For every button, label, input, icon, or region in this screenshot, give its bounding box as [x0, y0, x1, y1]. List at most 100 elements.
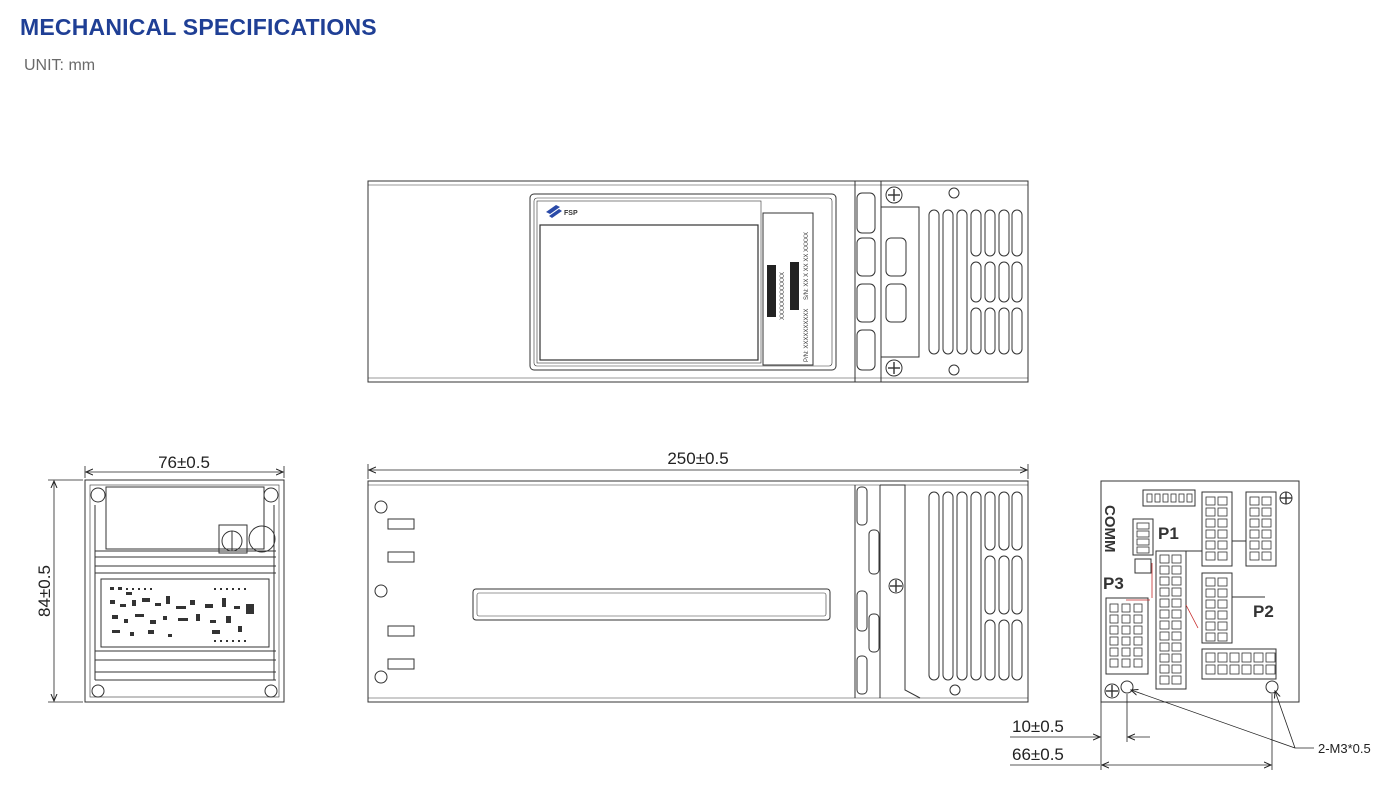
- connector-pin: [1205, 507, 1216, 517]
- mount-hole-left: [1120, 680, 1134, 694]
- p3-label: P3: [1103, 574, 1124, 593]
- connector-pin: [1171, 664, 1182, 674]
- connector-pin: [1121, 625, 1131, 635]
- connector-pin: [1205, 621, 1216, 631]
- end-view: [84, 479, 285, 703]
- connector-pin: [1217, 540, 1228, 550]
- connector-pin: [1178, 493, 1185, 503]
- connector-pin: [1261, 551, 1272, 561]
- connector-pin: [1217, 610, 1228, 620]
- top-view: [367, 180, 1029, 383]
- p3-connector: [1105, 597, 1149, 675]
- height-label: 84±0.5: [35, 565, 54, 617]
- connector-pin: [1217, 496, 1228, 506]
- connector-pin: [1171, 598, 1182, 608]
- connector-pin: [1109, 658, 1119, 668]
- conn-top-1: [1201, 491, 1233, 567]
- connector-pin: [1261, 496, 1272, 506]
- connector-screw: [1104, 683, 1120, 699]
- connector-pin: [1249, 496, 1260, 506]
- connector-pin: [1171, 576, 1182, 586]
- sn-text: S/N: XX X XX XX XXXXX: [804, 232, 810, 300]
- conn-top-2: [1245, 491, 1277, 567]
- comm-header: [1142, 489, 1196, 507]
- connector-pin: [1109, 614, 1119, 624]
- connector-pin: [1205, 518, 1216, 528]
- mount-hole-right: [1265, 680, 1279, 694]
- page-title: MECHANICAL SPECIFICATIONS: [20, 14, 377, 40]
- connector-pin: [1159, 554, 1170, 564]
- connector-pin: [1136, 522, 1150, 530]
- connector-pin: [1217, 652, 1228, 663]
- connector-pin: [1205, 551, 1216, 561]
- connector-pin: [1121, 636, 1131, 646]
- length-dimension: [367, 464, 1029, 479]
- connector-pin: [1159, 664, 1170, 674]
- connector-pin: [1205, 664, 1216, 675]
- connector-pin: [1109, 636, 1119, 646]
- brand-logo: FSP: [546, 205, 578, 218]
- connector-pin: [1159, 609, 1170, 619]
- connector-pin: [1171, 587, 1182, 597]
- screw-top: [885, 186, 903, 204]
- connector-pin: [1265, 652, 1276, 663]
- connector-pin: [1217, 588, 1228, 598]
- connector-pin: [1217, 577, 1228, 587]
- connector-pin: [1133, 625, 1143, 635]
- connector-pin: [1159, 642, 1170, 652]
- unit-label: UNIT: mm: [24, 57, 96, 74]
- connector-pin: [1171, 565, 1182, 575]
- connector-pin: [1241, 664, 1252, 675]
- hole-spacing-label: 66±0.5: [1012, 745, 1064, 764]
- connector-pin: [1159, 653, 1170, 663]
- connector-pin: [1217, 621, 1228, 631]
- connector-pin: [1136, 546, 1150, 554]
- connector-pin: [1217, 632, 1228, 642]
- connector-pin: [1136, 538, 1150, 546]
- label-area: [539, 224, 759, 361]
- connector-pin: [1171, 675, 1182, 685]
- connector-pin: [1109, 603, 1119, 613]
- info-label: [762, 212, 814, 366]
- connector-pin: [1171, 631, 1182, 641]
- barcode-2: [790, 262, 799, 310]
- p2-connector: [1201, 572, 1233, 644]
- connector-pin: [1159, 587, 1170, 597]
- connector-pin: [1133, 658, 1143, 668]
- connector-pin: [1249, 540, 1260, 550]
- connector-pin: [1261, 529, 1272, 539]
- connector-pin: [1159, 620, 1170, 630]
- connector-pin: [1121, 658, 1131, 668]
- connector-pin: [1171, 609, 1182, 619]
- side-view: [367, 480, 1029, 703]
- connector-pin: [1261, 540, 1272, 550]
- connector-pin: [1217, 529, 1228, 539]
- connector-pin: [1241, 652, 1252, 663]
- height-dimension: [48, 479, 83, 703]
- width-label: 76±0.5: [158, 453, 210, 472]
- conn-bottom: [1201, 648, 1277, 680]
- connector-pin: [1205, 540, 1216, 550]
- comm-label: COMM: [1101, 505, 1118, 553]
- connector-view: [1100, 480, 1300, 703]
- connector-pin: [1109, 625, 1119, 635]
- connector-pin: [1133, 614, 1143, 624]
- connector-pin: [1217, 664, 1228, 675]
- pn-text: P/N: XXXXXXXXXX: [804, 309, 810, 362]
- connector-pin: [1217, 599, 1228, 609]
- wiring-traces: [1126, 563, 1199, 629]
- connector-pin: [1253, 664, 1264, 675]
- connector-pin: [1133, 636, 1143, 646]
- connector-pin: [1205, 610, 1216, 620]
- connector-pin: [1154, 493, 1161, 503]
- connector-pin: [1217, 551, 1228, 561]
- connector-pin: [1171, 620, 1182, 630]
- connector-pin: [1205, 652, 1216, 663]
- connector-pin: [1159, 675, 1170, 685]
- screw-note-label: 2-M3*0.5: [1318, 741, 1371, 756]
- connector-pins: [1109, 493, 1276, 685]
- pcb-components: [110, 587, 254, 642]
- length-label: 250±0.5: [667, 449, 728, 468]
- connector-pin: [1229, 652, 1240, 663]
